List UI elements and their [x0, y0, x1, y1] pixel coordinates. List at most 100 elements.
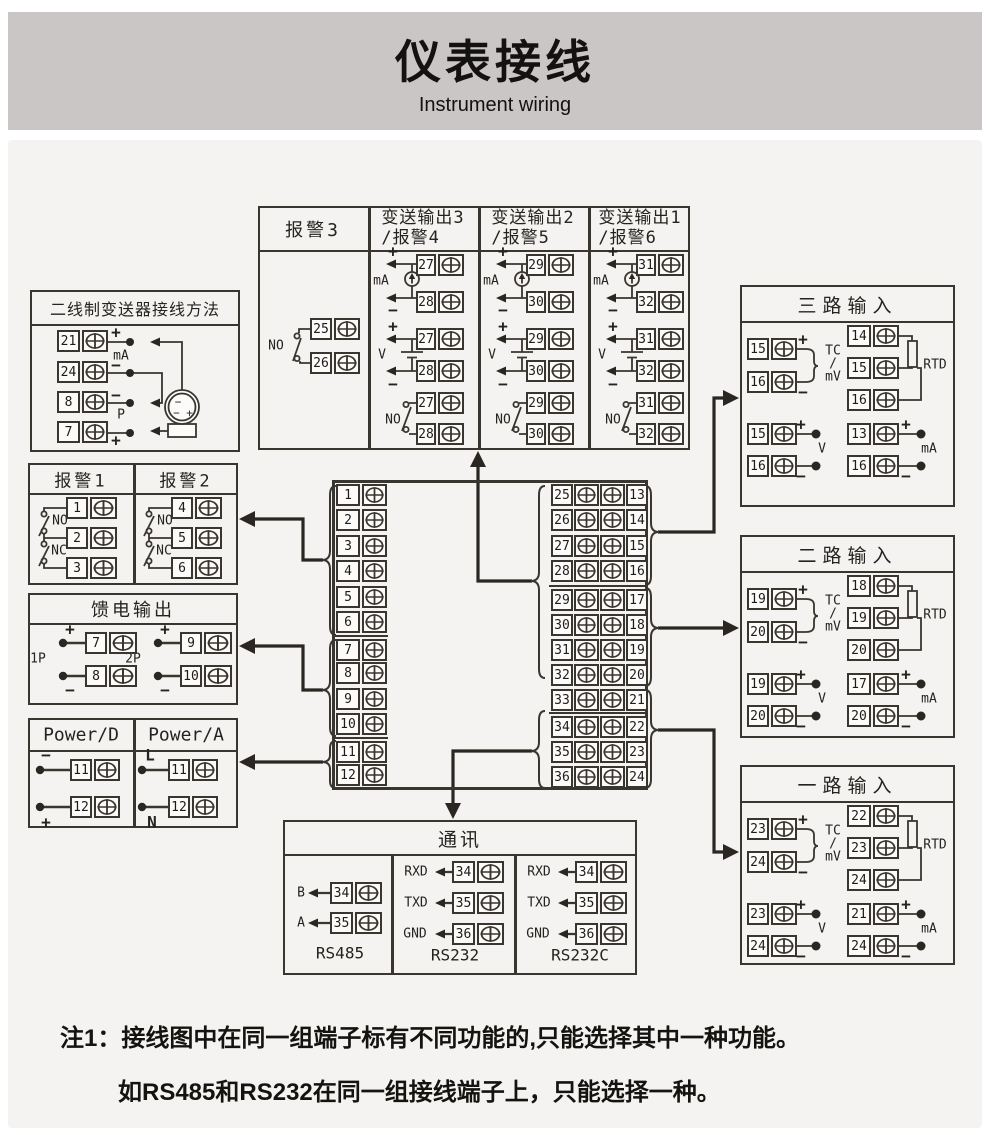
screw-terminal-icon [438, 291, 464, 313]
screw-terminal-icon [771, 903, 797, 925]
label-plus: + [798, 809, 808, 829]
screw-terminal-icon [771, 621, 797, 643]
terminal-cell: 7 [57, 421, 108, 443]
screw-terminal-icon [600, 509, 625, 531]
divider [391, 856, 394, 973]
power-box [28, 718, 238, 828]
label-gnd: GND [526, 926, 550, 942]
label-no: NO [157, 513, 173, 529]
label-ma: mA [921, 691, 937, 707]
terminal-cell: 23 [747, 818, 797, 840]
box-title-two-wire: 二线制变送器接线方法 [49, 300, 220, 319]
label-plus: + [901, 894, 911, 914]
label-slash: / [829, 606, 837, 622]
box-title-output1: 变送输出1/报警6 [598, 208, 682, 248]
screw-terminal-icon [873, 455, 899, 477]
terminal-cell: 30 [526, 360, 574, 382]
label-plus: + [65, 619, 75, 639]
label-plus: + [498, 316, 508, 336]
box-title-feed: 馈电输出 [91, 600, 175, 621]
terminal-cell: 6 [336, 611, 387, 633]
screw-terminal-icon [548, 254, 574, 276]
label-rxd: RXD [404, 864, 428, 880]
label-plus: + [160, 619, 170, 639]
screw-terminal-icon [362, 535, 387, 557]
terminal-cell: 34 [452, 861, 504, 883]
label-minus: − [608, 300, 618, 320]
label-plus: + [111, 322, 121, 342]
feed-header: 馈电输出 [30, 595, 236, 625]
box-title-output3: 变送输出3/报警4 [381, 208, 465, 248]
screw-terminal-icon [109, 665, 137, 687]
screw-terminal-icon [873, 389, 899, 411]
terminal-cell: 24 [847, 935, 899, 957]
screw-terminal-icon [771, 423, 797, 445]
screw-terminal-icon [600, 861, 627, 883]
terminal-cell: 7 [336, 639, 387, 661]
terminal-cell: 20 [847, 639, 899, 661]
screw-terminal-icon [771, 588, 797, 610]
screw-terminal-icon [438, 254, 464, 276]
label-minus: − [796, 716, 806, 736]
label-minus: − [41, 745, 51, 765]
terminal-cell: 10 [336, 713, 387, 735]
screw-terminal-icon [355, 882, 382, 904]
screw-terminal-icon [362, 662, 387, 684]
screw-terminal-icon [574, 689, 599, 711]
terminal-cell: 8 [57, 391, 108, 413]
screw-terminal-icon [873, 575, 899, 597]
screw-terminal-icon [600, 664, 625, 686]
terminal-cell: 11 [336, 741, 387, 763]
label-rtd: RTD [923, 607, 947, 623]
terminal-cell: 12 [70, 796, 120, 818]
screw-terminal-icon [658, 254, 684, 276]
label-ma: mA [373, 273, 389, 289]
divider [514, 856, 517, 973]
label-2p: 2P [125, 651, 141, 667]
terminal-cell: 8 [85, 665, 137, 687]
screw-terminal-icon [94, 796, 120, 818]
label-plus: + [388, 316, 398, 336]
terminal-cell: 9 [336, 688, 387, 710]
label-a: A [297, 915, 305, 931]
box-title-power-d: Power/D [43, 724, 119, 746]
screw-terminal-icon [362, 764, 387, 786]
terminal-cell: 12 [168, 796, 218, 818]
screw-terminal-icon [362, 713, 387, 735]
screw-terminal-icon [658, 392, 684, 414]
input3-header: 三路输入 [742, 287, 953, 323]
screw-terminal-icon [600, 766, 625, 788]
screw-terminal-icon [574, 560, 599, 582]
screw-terminal-icon [334, 352, 360, 374]
label-tc: TC [825, 823, 841, 839]
page-header: 仪表接线 Instrument wiring [8, 12, 982, 130]
terminal-cell: 27 [416, 392, 464, 414]
screw-terminal-icon [355, 912, 382, 934]
terminal-cell: 15 [847, 357, 899, 379]
label-tc: TC [825, 593, 841, 609]
label-rtd: RTD [923, 357, 947, 373]
terminal-cell: 28 [416, 291, 464, 313]
screw-terminal-icon [90, 557, 117, 579]
screw-terminal-icon [873, 357, 899, 379]
screw-terminal-icon [873, 935, 899, 957]
label-no: NO [605, 412, 621, 428]
label-v: V [488, 347, 496, 363]
screw-terminal-icon [90, 497, 117, 519]
terminal-cell: 34 [330, 882, 382, 904]
terminal-cell: 32 [636, 291, 684, 313]
screw-terminal-icon [192, 759, 218, 781]
label-v: V [818, 691, 826, 707]
terminal-cell: 18 [847, 575, 899, 597]
box-title-input2: 二路输入 [797, 544, 898, 567]
screw-terminal-icon [873, 805, 899, 827]
label-gnd: GND [403, 926, 427, 942]
label-mv: mV [825, 369, 841, 385]
screw-terminal-icon [658, 291, 684, 313]
screw-terminal-icon [94, 759, 120, 781]
label-slash: / [829, 356, 837, 372]
screw-terminal-icon [873, 837, 899, 859]
terminal-cell: 23 [747, 903, 797, 925]
box-title-input1: 一路输入 [797, 774, 898, 797]
